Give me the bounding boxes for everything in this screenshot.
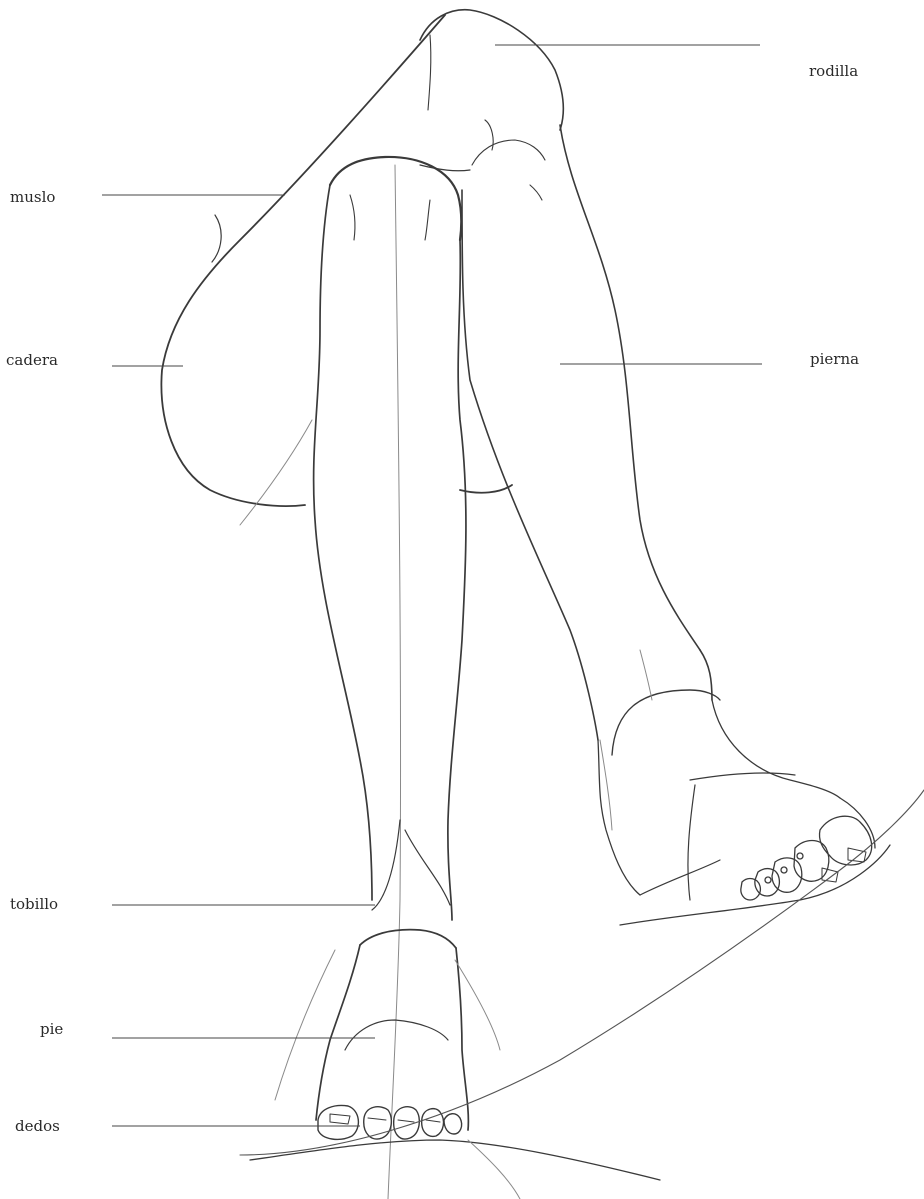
raised-lower-leg [462, 125, 890, 925]
raised-thigh [161, 10, 563, 506]
leader-lines [102, 45, 762, 1126]
label-muslo: muslo [10, 188, 55, 206]
label-dedos: dedos [15, 1117, 60, 1135]
label-rodilla: rodilla [809, 62, 858, 80]
label-pierna: pierna [810, 350, 859, 368]
standing-leg [240, 157, 924, 1199]
label-tobillo: tobillo [10, 895, 58, 913]
label-pie: pie [40, 1020, 63, 1038]
label-cadera: cadera [6, 351, 58, 369]
